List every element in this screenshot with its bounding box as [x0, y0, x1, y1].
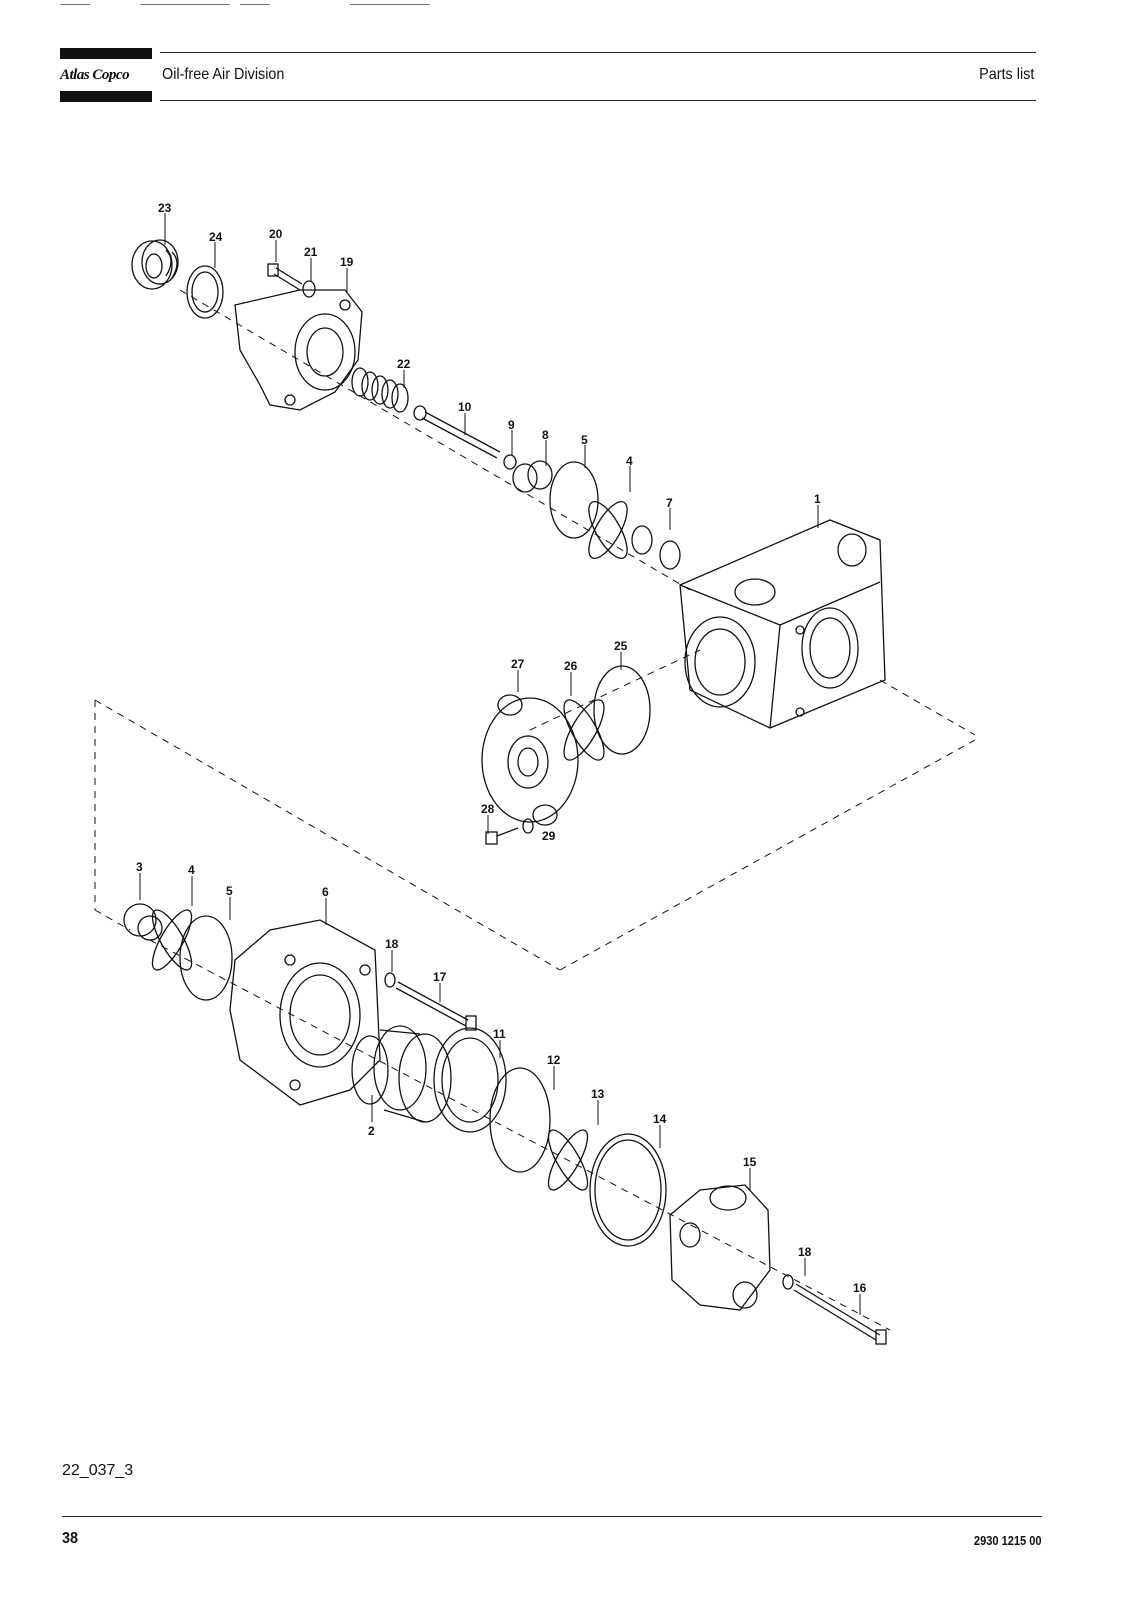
callout-14: 14 [653, 1112, 667, 1126]
part-29-washer [522, 818, 534, 834]
document-type: Parts list [978, 66, 1034, 83]
page-number: 38 [62, 1530, 79, 1547]
scan-artifact [140, 4, 230, 5]
callout-11: 11 [493, 1027, 506, 1041]
callout-22: 22 [397, 357, 411, 371]
callout-7: 7 [666, 496, 673, 510]
callout-23: 23 [158, 201, 172, 215]
part-14-ring [589, 1133, 667, 1247]
callout-8: 8 [542, 428, 549, 442]
part-9-nut [503, 454, 517, 470]
part-5-diaphragm [549, 461, 599, 539]
callout-6: 6 [322, 885, 329, 899]
part-8-piston [512, 463, 538, 493]
callout-9: 9 [508, 418, 515, 432]
scan-artifact [240, 4, 270, 5]
scan-artifact [60, 4, 90, 5]
part-16-bolt [795, 1283, 881, 1336]
brand-logo: Atlas Copco [60, 48, 152, 102]
callout-18: 18 [385, 937, 399, 951]
document-number: 2930 1215 00 [974, 1533, 1042, 1548]
logo-bar-top [60, 48, 152, 59]
figure-id: 22_037_3 [62, 1462, 134, 1479]
callout-13: 13 [591, 1087, 605, 1101]
part-18-washer [384, 972, 396, 988]
callout-27: 27 [511, 657, 525, 671]
brand-wordmark: Atlas Copco [60, 67, 130, 83]
part-2-piston [351, 1025, 452, 1123]
header-rule-bottom [160, 100, 1036, 101]
part-23-plug [131, 239, 179, 290]
callout-16: 16 [853, 1281, 867, 1295]
part-6-housing [229, 919, 381, 1106]
callout-2: 2 [368, 1124, 375, 1138]
scan-artifact [350, 4, 430, 5]
callout-26: 26 [564, 659, 578, 673]
part-11-cylinder [433, 1027, 507, 1133]
part-15-cover [669, 1184, 771, 1311]
part-10-rod [424, 411, 501, 453]
callout-24: 24 [209, 230, 223, 244]
part-19-cover [234, 289, 363, 411]
part-28-bolt [496, 827, 519, 837]
callout-29: 29 [542, 829, 556, 843]
callout-18-lower: 18 [798, 1245, 812, 1259]
callout-5-lower: 5 [226, 884, 233, 898]
part-27-cap [481, 694, 579, 826]
division-name: Oil-free Air Division [162, 66, 285, 83]
footer-rule [62, 1516, 1042, 1517]
callout-19: 19 [340, 255, 354, 269]
part-3-plug [123, 903, 157, 937]
callout-25: 25 [614, 639, 628, 653]
callout-4-lower: 4 [188, 863, 195, 877]
part-17-bolt [397, 981, 469, 1021]
callout-4: 4 [626, 454, 633, 468]
callout-12: 12 [547, 1053, 561, 1067]
callout-17: 17 [433, 970, 447, 984]
callout-15: 15 [743, 1155, 757, 1169]
callout-28: 28 [481, 802, 495, 816]
part-12-disc [489, 1067, 551, 1173]
callout-21: 21 [304, 245, 318, 259]
part-26-oring [563, 699, 605, 761]
part-5-diaphragm-lower [179, 915, 233, 1001]
callout-10: 10 [458, 400, 472, 414]
header-rule-top [160, 52, 1036, 53]
callout-20: 20 [269, 227, 283, 241]
part-24-ring [186, 265, 224, 319]
callout-5: 5 [581, 433, 588, 447]
part-25-disc [593, 665, 651, 755]
part-13-oring [547, 1129, 589, 1191]
part-7-valve [631, 525, 653, 555]
part-18-washer-lower [782, 1274, 794, 1290]
part-21-washer [302, 280, 316, 298]
callout-labels: 23 24 20 21 19 22 10 9 8 5 4 7 1 25 27 2… [136, 201, 867, 1295]
callout-1: 1 [814, 492, 821, 506]
logo-bar-bottom [60, 91, 152, 102]
part-22-spring [351, 367, 409, 413]
part-20-bolt [275, 267, 303, 285]
callout-3: 3 [136, 860, 143, 874]
part-4-oring [588, 500, 628, 560]
part-1-body [679, 519, 886, 729]
